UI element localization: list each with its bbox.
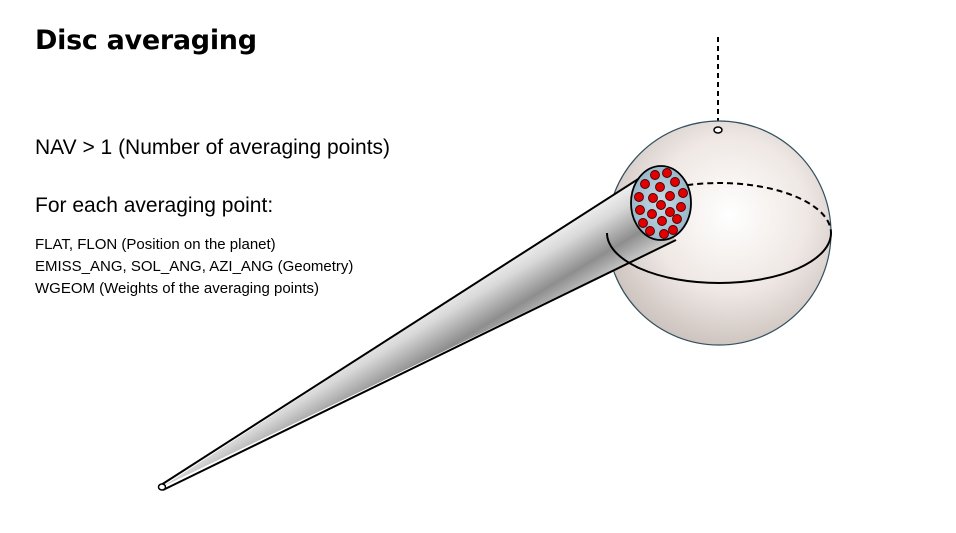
slide-title: Disc averaging	[35, 25, 257, 56]
red-dot-icon	[648, 193, 658, 203]
red-dot-icon	[672, 214, 682, 224]
red-dot-icon	[657, 216, 667, 226]
viewing-cone	[162, 174, 675, 487]
equator-front	[606, 232, 832, 284]
nav-description: NAV > 1 (Number of averaging points)	[35, 136, 391, 159]
red-dot-icon	[638, 218, 648, 228]
pole-marker-icon	[713, 126, 723, 134]
equator-back-dashed	[606, 182, 832, 234]
param-position: FLAT, FLON (Position on the planet)	[35, 236, 276, 253]
cone-edge-lower	[162, 239, 677, 491]
red-dot-icon	[659, 229, 669, 239]
observer-point-icon	[157, 483, 167, 491]
red-dot-icon	[668, 225, 678, 235]
red-dot-icon	[670, 177, 680, 187]
red-dot-icon	[665, 207, 675, 217]
averaging-points	[634, 168, 688, 239]
averaging-point-heading: For each averaging point:	[35, 194, 274, 217]
parameter-list: FLAT, FLON (Position on the planet) EMIS…	[35, 234, 353, 300]
red-dot-icon	[650, 170, 660, 180]
red-dot-icon	[665, 191, 675, 201]
red-dot-icon	[647, 209, 657, 219]
param-geometry: EMISS_ANG, SOL_ANG, AZI_ANG (Geometry)	[35, 258, 354, 275]
red-dot-icon	[662, 168, 672, 178]
red-dot-icon	[678, 188, 688, 198]
red-dot-icon	[656, 200, 666, 210]
red-dot-icon	[655, 182, 665, 192]
red-dot-icon	[640, 179, 650, 189]
param-weights: WGEOM (Weights of the averaging points)	[35, 280, 320, 297]
red-dot-icon	[676, 202, 686, 212]
red-dot-icon	[634, 192, 644, 202]
red-dot-icon	[635, 205, 645, 215]
cone-edge-upper	[160, 173, 647, 486]
red-dot-icon	[645, 226, 655, 236]
